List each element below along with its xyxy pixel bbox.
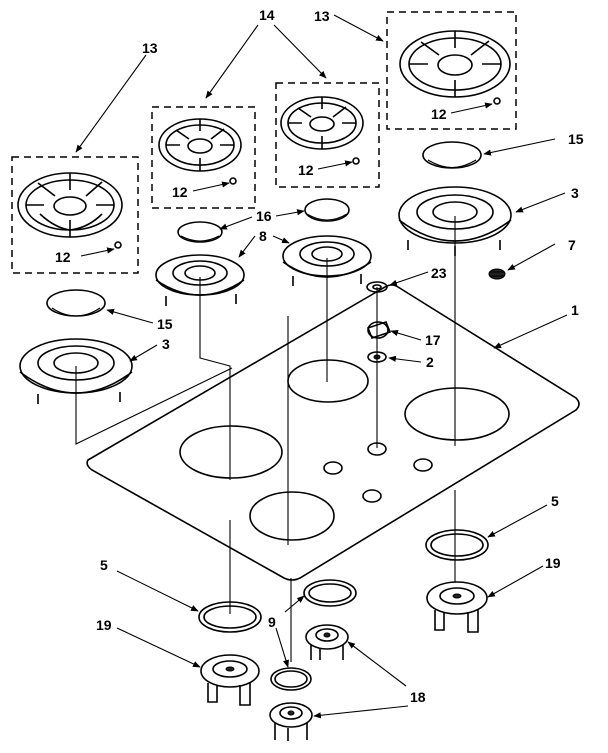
gasket-5-right (425, 529, 489, 561)
grate-small-left (151, 106, 256, 209)
callout-1: 1 (571, 302, 579, 318)
callout-5-left: 5 (100, 557, 108, 573)
callout-17: 17 (425, 332, 441, 348)
callout-12-b: 12 (172, 184, 188, 200)
callout-23: 23 (431, 265, 447, 281)
callout-3-left: 3 (162, 336, 170, 352)
callout-15-right: 15 (568, 131, 584, 147)
callout-3-right: 3 (571, 185, 579, 201)
callout-12-c: 12 (298, 162, 314, 178)
burner-cap-small-right (304, 198, 350, 222)
burner-cap-large-left (46, 289, 106, 317)
callout-18: 18 (410, 689, 426, 705)
callout-13-left: 13 (142, 40, 158, 56)
valve-18-bottom (269, 702, 313, 741)
valve-19-right (426, 581, 488, 633)
callout-15-left: 15 (157, 316, 173, 332)
callout-14: 14 (259, 7, 275, 23)
leader-lines (75, 14, 568, 719)
callout-13-right: 13 (314, 8, 330, 24)
callout-7: 7 (568, 237, 576, 253)
grate-large-right (386, 11, 517, 130)
valve-19-left (200, 654, 260, 706)
grate-small-right (275, 82, 380, 188)
callout-labels: 13 14 13 12 12 12 12 15 3 7 16 8 23 1 17… (55, 7, 584, 705)
gasket-9-bottom (270, 667, 312, 691)
burner-cap-small-left (177, 221, 223, 243)
callout-8: 8 (259, 228, 267, 244)
valve-18-top (305, 624, 349, 660)
burner-cap-large-right (422, 141, 482, 169)
callout-19-right: 19 (545, 555, 561, 571)
knob-17 (366, 321, 392, 339)
callout-12-d: 12 (431, 106, 447, 122)
callout-9: 9 (268, 614, 276, 630)
callout-2: 2 (426, 354, 434, 370)
grate-large-left (11, 156, 139, 274)
callout-19-left: 19 (96, 617, 112, 633)
callout-12-a: 12 (55, 249, 71, 265)
gasket-9-top (303, 579, 357, 607)
spring-7 (488, 268, 506, 280)
callout-16: 16 (256, 208, 272, 224)
gasket-5-left (198, 601, 262, 633)
callout-5-right: 5 (551, 493, 559, 509)
